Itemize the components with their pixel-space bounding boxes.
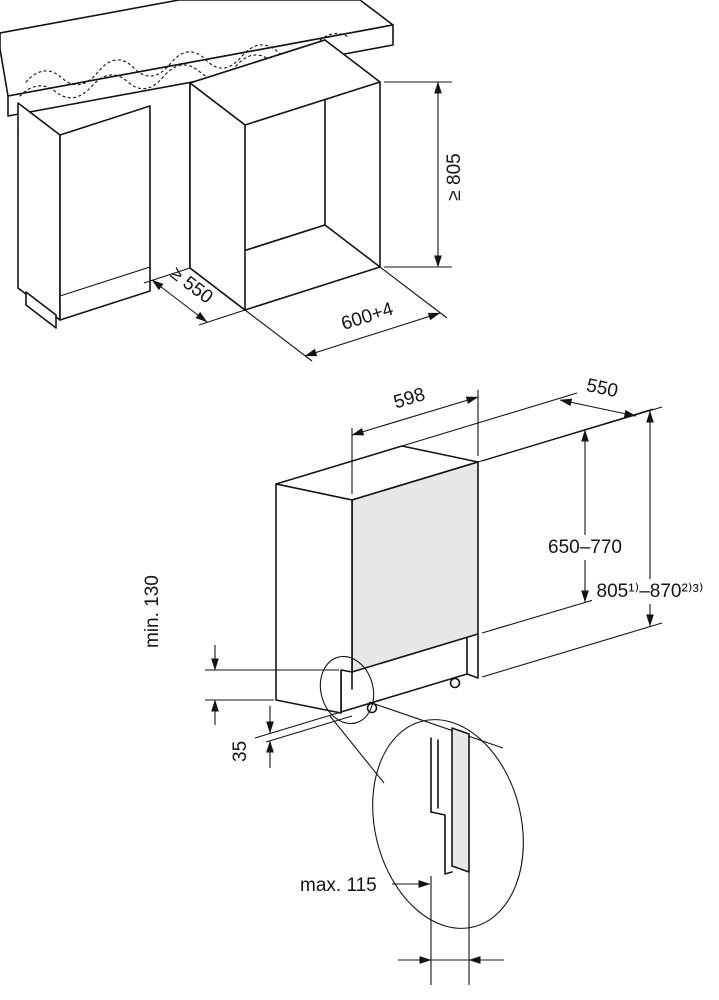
door-height-label: 650–770 <box>548 537 622 558</box>
dimension-door-height: 650–770 <box>481 406 663 678</box>
detail-door-edge-lines <box>430 737 439 813</box>
niche-depth-dimension-line <box>151 279 208 323</box>
dishwasher-door <box>351 461 479 673</box>
dishwasher-bottom-edges <box>351 633 479 690</box>
detail-magnified-content <box>430 727 470 875</box>
left-cabinet-side-face <box>17 102 61 321</box>
niche-height-label: ≥ 805 <box>444 153 465 200</box>
detail-side-panel-section <box>451 727 470 873</box>
plinth-max-label: max. 115 <box>300 875 377 896</box>
dimension-plinth-min-130: min. 130 <box>142 575 339 725</box>
detail-plinth-step <box>430 811 453 875</box>
height-extension-lines <box>481 406 663 678</box>
left-cabinet-plinth-line <box>59 266 151 297</box>
width-dimension-line <box>351 396 479 436</box>
worktop-front-face <box>7 24 394 117</box>
detail-magnifier-ellipse <box>372 719 524 929</box>
dimension-plinth-depth-35: 35 <box>230 706 353 768</box>
left-cabinet-front-face <box>59 105 151 321</box>
depth-extension-lines <box>401 392 654 463</box>
plinth-depth-label: 35 <box>230 741 251 762</box>
plinth-min-label: min. 130 <box>142 575 163 648</box>
niche-width-extension-lines <box>244 266 448 362</box>
plinth-max-extension-lines <box>430 872 470 985</box>
dimension-depth-550: 550 <box>401 375 654 463</box>
door-height-label-background <box>543 535 627 560</box>
dimension-niche-height: ≥ 805 <box>384 81 465 268</box>
left-cabinet-plinth <box>25 291 57 329</box>
depth-label: 550 <box>584 375 619 402</box>
depth-dimension-line <box>559 398 637 418</box>
total-height-label-background <box>592 579 708 604</box>
left-cabinet <box>17 102 151 329</box>
width-label: 598 <box>391 384 427 413</box>
detail-source-ellipse <box>319 655 375 725</box>
dishwasher <box>275 445 479 714</box>
plinth-depth-extension-lines <box>254 711 353 743</box>
niche-opening <box>189 39 381 311</box>
detail-leader-lines <box>329 701 504 784</box>
niche-height-extension-lines <box>384 81 452 268</box>
adjustable-foot-right <box>449 677 461 689</box>
dimension-total-height: 805¹⁾–870²⁾³⁾ <box>592 410 708 627</box>
niche-figure: ≥ 550 600+4 ≥ 805 <box>0 0 465 362</box>
dishwasher-side-face <box>275 483 353 714</box>
total-height-label: 805¹⁾–870²⁾³⁾ <box>597 581 704 602</box>
detail-callout: max. 115 <box>300 655 524 985</box>
niche-width-dimension-line <box>304 312 441 357</box>
appliance-figure: 598 550 650–770 805¹⁾–870²⁾³⁾ min. 130 <box>142 375 708 985</box>
